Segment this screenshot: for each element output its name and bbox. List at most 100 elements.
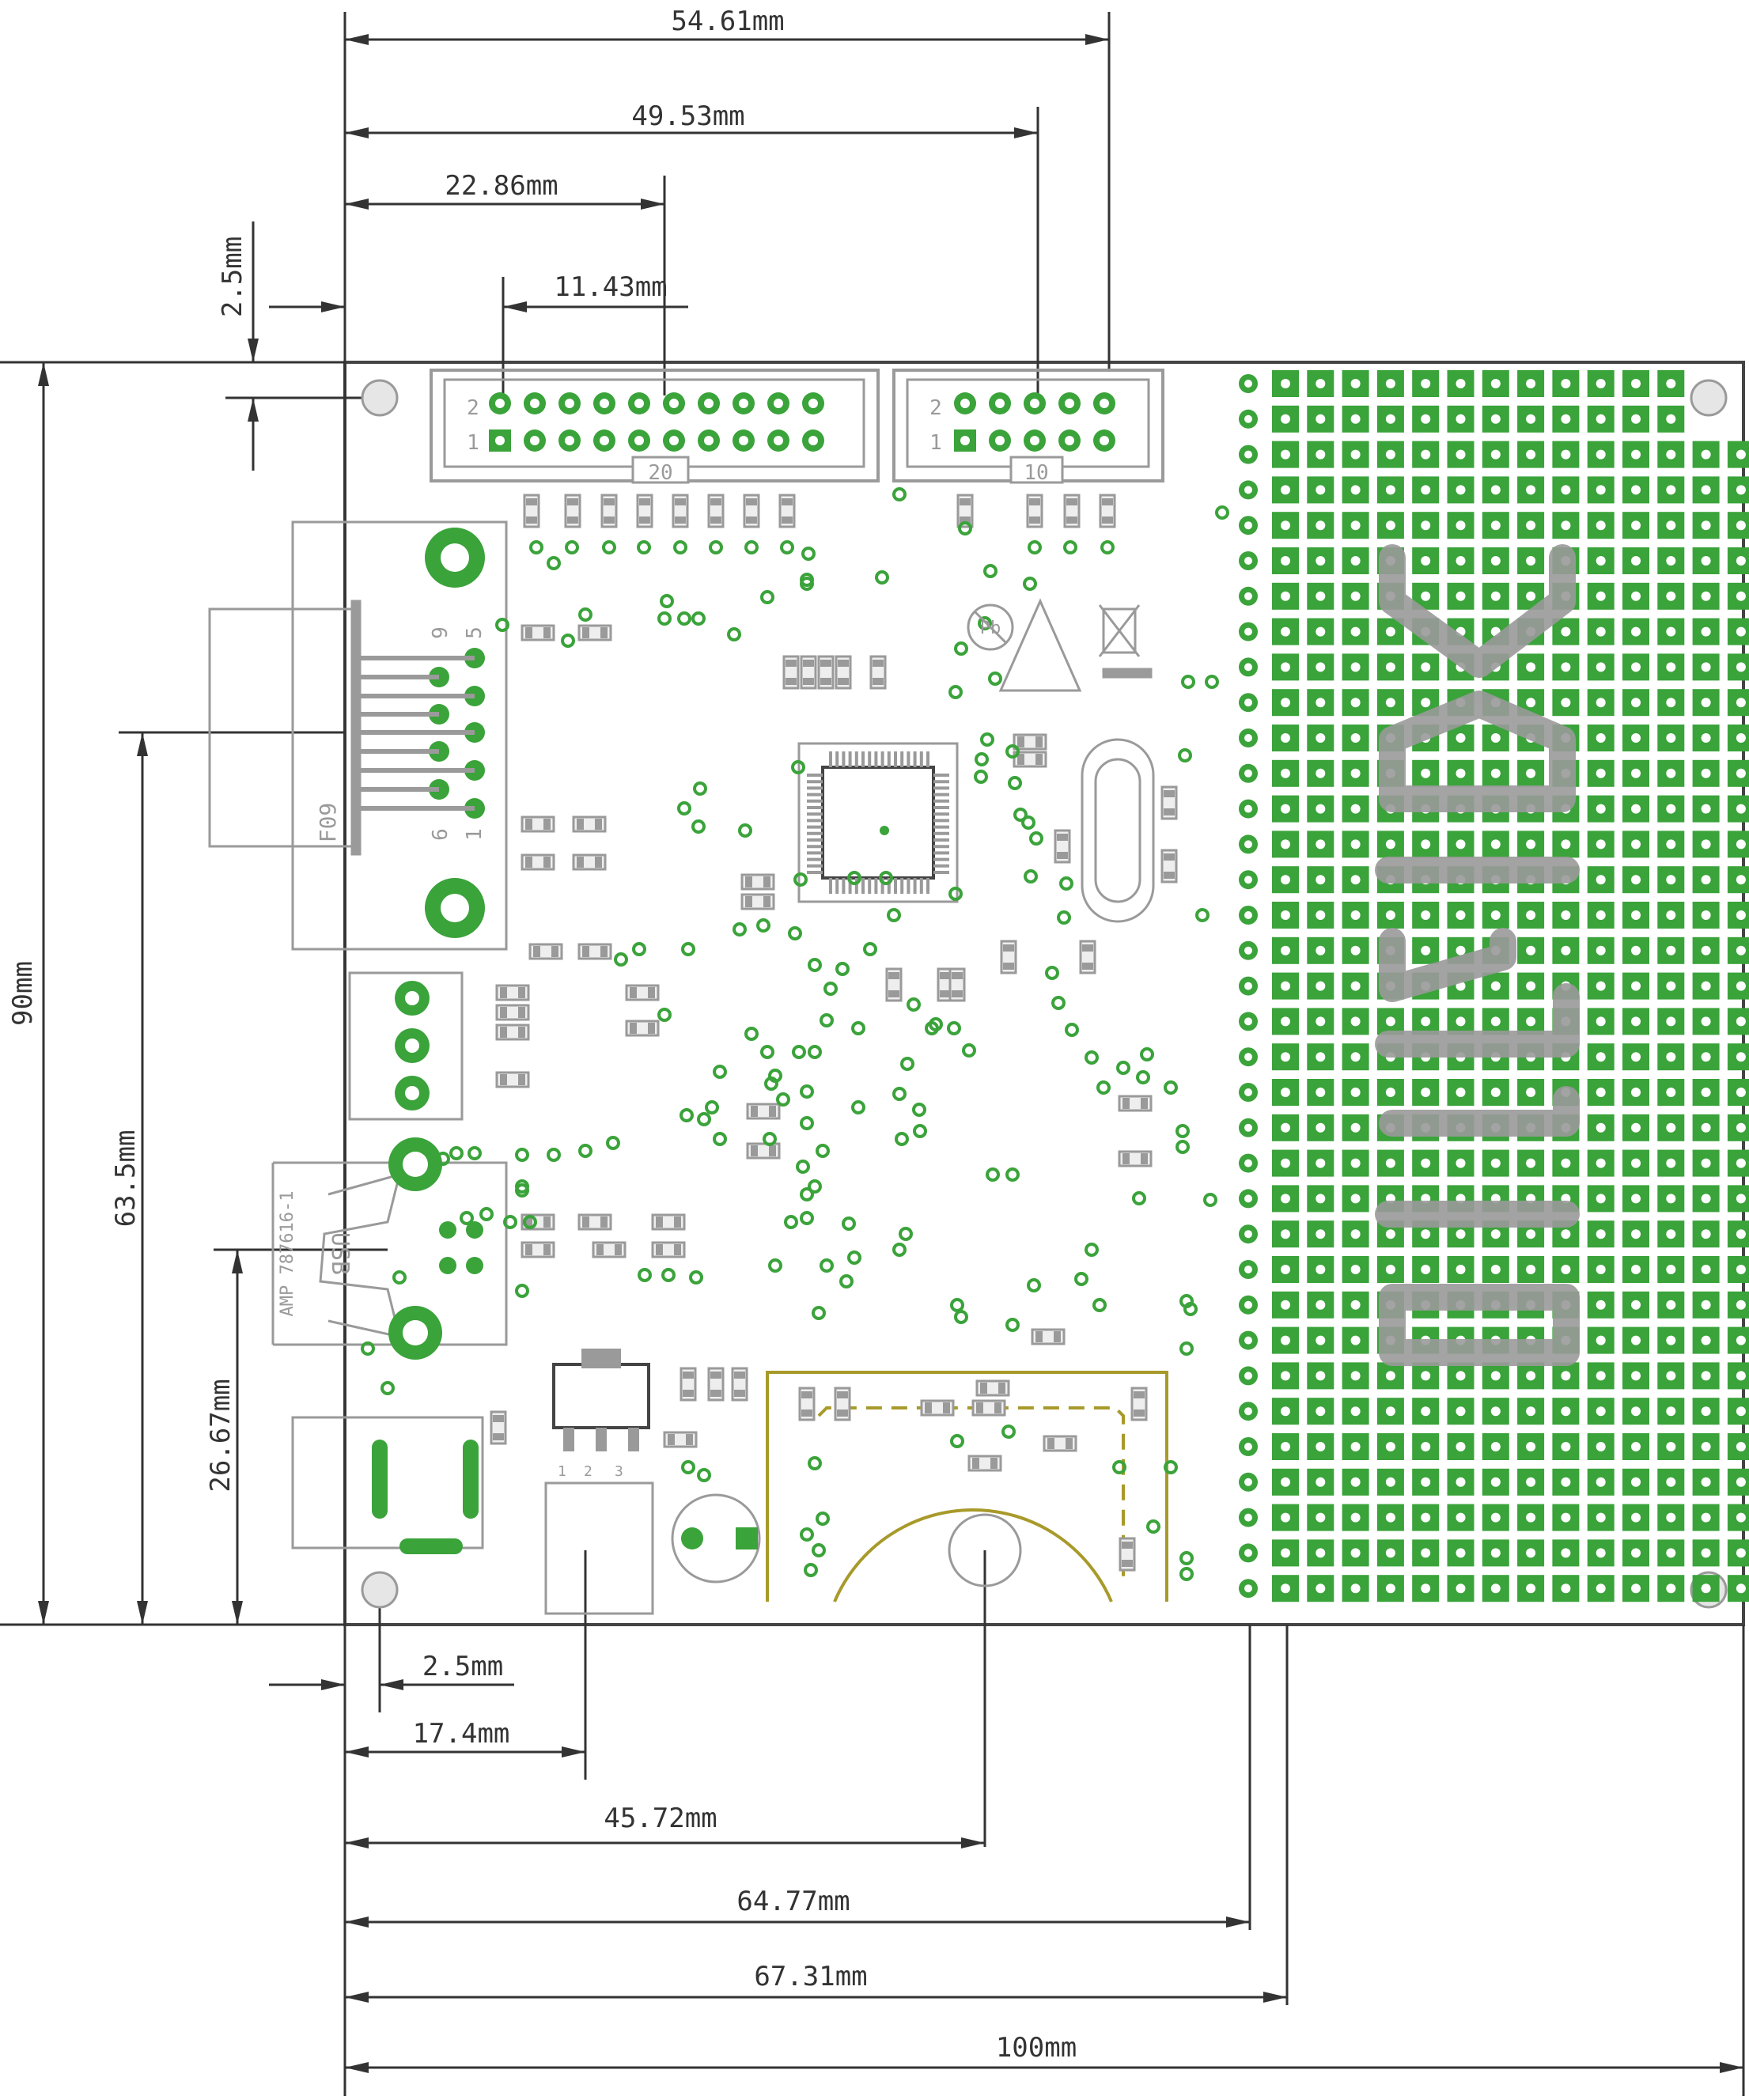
via	[495, 618, 509, 632]
grid-edge-hole	[1244, 1478, 1252, 1486]
via	[820, 1258, 834, 1273]
grid-hole	[1350, 414, 1361, 424]
grid-hole	[1666, 662, 1676, 672]
via	[1028, 540, 1042, 554]
grid-hole	[1526, 1477, 1536, 1487]
grid-edge-hole	[1244, 982, 1252, 990]
grid-edge-hole	[1244, 1088, 1252, 1096]
grid-hole	[1421, 1371, 1431, 1381]
via	[947, 1021, 961, 1035]
grid-edge-hole	[1244, 486, 1252, 494]
via	[892, 487, 907, 501]
via	[776, 1092, 790, 1107]
grid-hole	[1631, 485, 1641, 495]
smd-pad	[838, 660, 849, 667]
header-10-pin2-label: 2	[929, 396, 942, 420]
smd-pad	[656, 1216, 663, 1228]
grid-hole	[1631, 1052, 1641, 1062]
via	[1027, 1278, 1041, 1292]
via	[680, 1108, 694, 1122]
header-pad-hole	[808, 436, 818, 445]
smd-pad	[1164, 853, 1175, 861]
smd-pad	[577, 819, 584, 830]
grid-hole	[1736, 1088, 1746, 1097]
grid-hole	[1631, 1265, 1641, 1274]
reg-pin3-label: 3	[615, 1463, 623, 1480]
grid-hole	[1385, 1158, 1395, 1168]
grid-hole	[1526, 1158, 1536, 1168]
grid-hole	[1281, 1584, 1290, 1594]
dim-63-5: 63.5mm	[110, 1130, 142, 1228]
grid-hole	[1456, 1406, 1466, 1417]
grid-hole	[1350, 1088, 1361, 1097]
grid-hole	[1631, 449, 1641, 460]
header-20-pads	[489, 392, 824, 452]
grid-hole	[1385, 520, 1395, 531]
grid-hole	[1385, 698, 1395, 708]
grid-hole	[1421, 1512, 1431, 1523]
grid-hole	[1631, 520, 1641, 531]
grid-hole	[1316, 945, 1326, 955]
via	[606, 1136, 620, 1150]
grid-hole	[1666, 981, 1676, 991]
grid-hole	[1701, 910, 1711, 920]
header-pad-hole	[995, 399, 1005, 408]
grid-hole	[1526, 910, 1536, 920]
grid-hole	[1561, 839, 1571, 849]
smd-pad	[873, 660, 884, 667]
header-pad-hole	[704, 436, 714, 445]
smd-pad	[525, 1244, 532, 1255]
grid-hole	[1281, 1477, 1290, 1487]
via	[1096, 1080, 1111, 1095]
grid-hole	[1350, 556, 1361, 566]
smd-pad	[500, 987, 507, 998]
smd-pad	[1082, 963, 1093, 970]
via	[1005, 1318, 1020, 1332]
grid-hole	[1316, 662, 1326, 672]
header-pad-hole	[495, 399, 505, 408]
grid-hole	[1281, 768, 1290, 778]
via	[764, 1076, 778, 1091]
via	[950, 1434, 964, 1448]
grid-hole	[1736, 626, 1746, 637]
usb-part-label: AMP 787616-1	[278, 1191, 297, 1317]
grid-hole	[1385, 626, 1395, 637]
grid-edge-hole	[1244, 1123, 1252, 1132]
grid-hole	[1281, 1194, 1290, 1204]
grid-hole	[1456, 1229, 1466, 1239]
smd-pad	[746, 498, 757, 505]
grid-hole	[1596, 698, 1606, 708]
grid-hole	[1561, 449, 1571, 460]
grid-edge-hole	[1244, 380, 1252, 388]
smd-pad	[686, 1434, 693, 1445]
grid-hole	[1281, 1406, 1290, 1417]
grid-hole	[1631, 698, 1641, 708]
via	[808, 958, 822, 972]
grid-hole	[1456, 839, 1466, 849]
grid-hole	[1596, 910, 1606, 920]
via	[760, 1045, 774, 1059]
via	[948, 887, 963, 901]
smd-pad	[525, 1216, 532, 1228]
via	[361, 1341, 375, 1356]
grid-hole	[1561, 1406, 1571, 1417]
via	[900, 1057, 914, 1071]
grid-hole	[1631, 1122, 1641, 1133]
smd-pad	[543, 1244, 551, 1255]
dsub-pin5-label: 5	[463, 626, 486, 639]
grid-hole	[1350, 1584, 1361, 1594]
grid-hole	[1666, 485, 1676, 495]
grid-edge-hole	[1244, 769, 1252, 778]
via	[763, 1132, 777, 1146]
grid-hole	[1701, 945, 1711, 955]
grid-hole	[1421, 485, 1431, 495]
grid-hole	[1316, 520, 1326, 531]
grid-hole	[1316, 379, 1326, 388]
grid-hole	[1385, 1371, 1395, 1381]
via	[808, 1456, 822, 1470]
grid-hole	[1631, 945, 1641, 955]
via	[842, 1216, 856, 1231]
grid-hole	[1281, 733, 1290, 743]
smd-pad	[837, 1391, 848, 1398]
grid-hole	[1526, 768, 1536, 778]
